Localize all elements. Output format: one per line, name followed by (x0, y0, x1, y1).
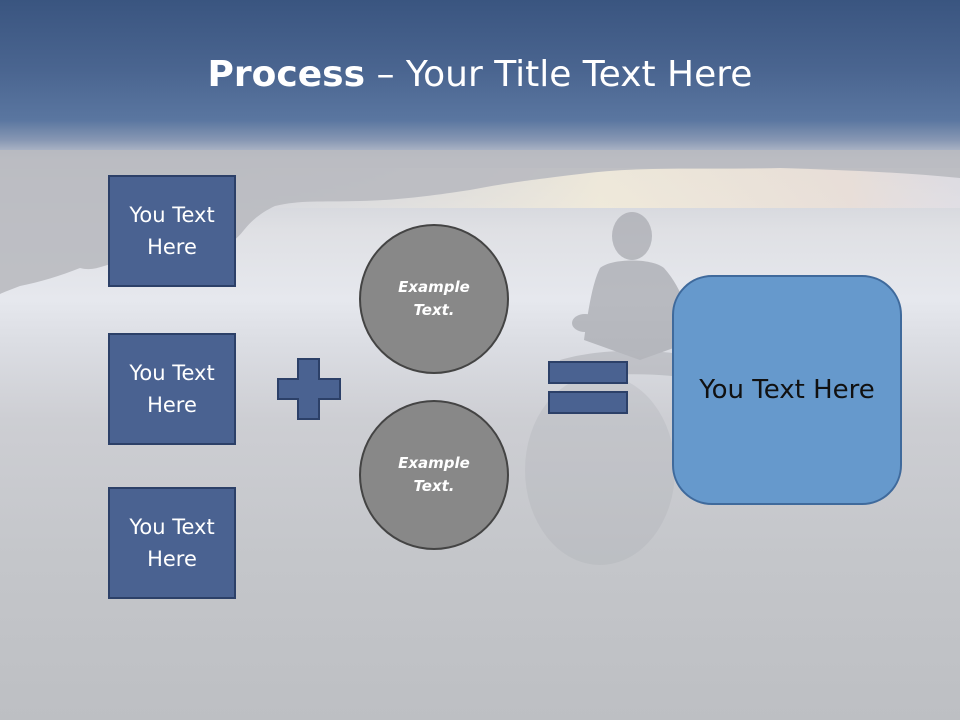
text-box-label: You Text Here (129, 203, 215, 259)
text-box-2[interactable]: You Text Here (108, 333, 236, 445)
title-rest: – Your Title Text Here (365, 54, 753, 95)
title-bold: Process (207, 54, 366, 95)
text-box-3[interactable]: You Text Here (108, 487, 236, 599)
circle-label: Example Text. (398, 278, 470, 319)
slide-title: Process – Your Title Text Here (0, 52, 960, 98)
equals-icon (548, 361, 628, 414)
text-box-label: You Text Here (129, 361, 215, 417)
text-box-1[interactable]: You Text Here (108, 175, 236, 287)
result-box[interactable]: You Text Here (672, 275, 902, 505)
text-box-label: You Text Here (129, 515, 215, 571)
example-circle-2[interactable]: Example Text. (359, 400, 509, 550)
plus-icon (277, 358, 341, 420)
example-circle-1[interactable]: Example Text. (359, 224, 509, 374)
tree-line-reflection (0, 150, 960, 294)
circle-label: Example Text. (398, 454, 470, 495)
result-label: You Text Here (699, 375, 875, 405)
figure-silhouette (525, 212, 700, 565)
